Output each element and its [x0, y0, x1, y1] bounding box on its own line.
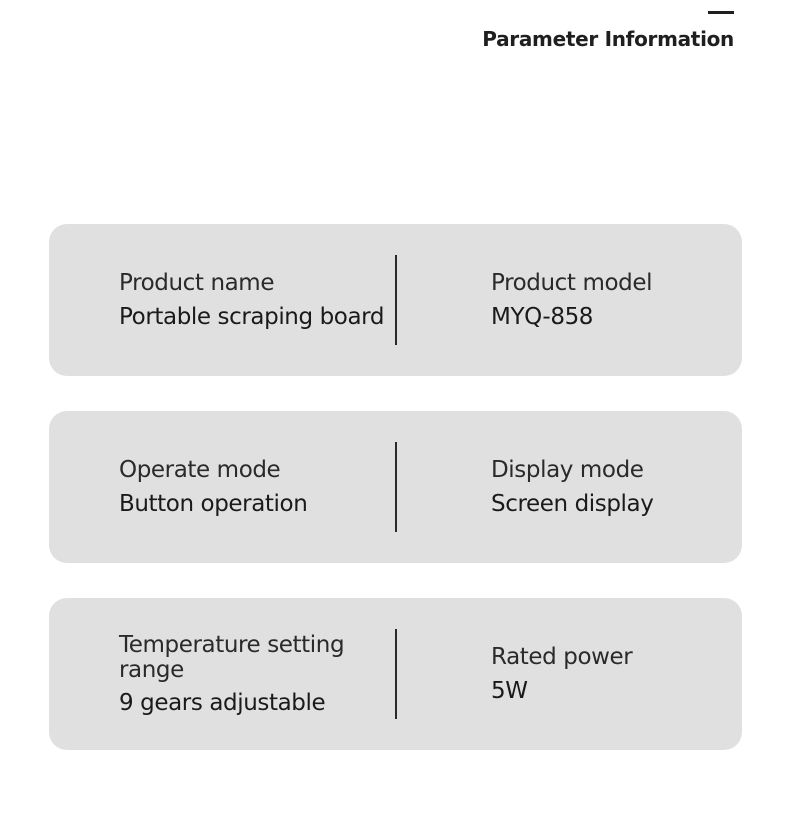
parameter-card: Product name Portable scraping board Pro… — [49, 224, 742, 376]
card-divider — [395, 442, 397, 532]
parameter-cell: Display mode Screen display — [491, 411, 731, 563]
parameter-cell: Operate mode Button operation — [119, 411, 387, 563]
parameter-card: Operate mode Button operation Display mo… — [49, 411, 742, 563]
parameter-cell: Product name Portable scraping board — [119, 224, 387, 376]
parameter-value: Portable scraping board — [119, 303, 385, 330]
parameter-cell: Product model MYQ-858 — [491, 224, 731, 376]
card-divider — [395, 255, 397, 345]
parameter-value: Screen display — [491, 490, 654, 517]
parameter-value: 9 gears adjustable — [119, 689, 326, 716]
parameter-value: 5W — [491, 677, 528, 704]
parameter-cell: Temperature setting range 9 gears adjust… — [119, 598, 387, 750]
parameter-value: MYQ-858 — [491, 303, 594, 330]
parameter-label: Rated power — [491, 643, 633, 670]
parameter-label: Temperature setting range — [119, 631, 345, 683]
parameter-label: Display mode — [491, 456, 644, 483]
parameter-label: Product name — [119, 269, 275, 296]
header-rule — [708, 11, 734, 14]
card-divider — [395, 629, 397, 719]
parameter-label: Product model — [491, 269, 653, 296]
page-title: Parameter Information — [482, 27, 734, 51]
parameter-value: Button operation — [119, 490, 308, 517]
parameter-label: Operate mode — [119, 456, 281, 483]
parameter-cell: Rated power 5W — [491, 598, 731, 750]
parameter-card: Temperature setting range 9 gears adjust… — [49, 598, 742, 750]
